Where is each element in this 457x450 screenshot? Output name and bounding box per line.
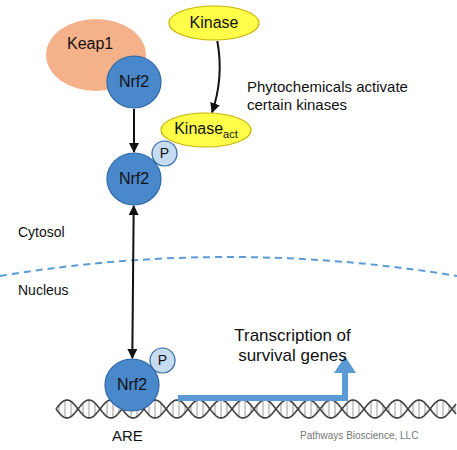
base-pair (395, 400, 396, 417)
base-pair (413, 403, 414, 415)
element-label: ARE (112, 427, 162, 445)
base-pair (287, 400, 288, 418)
shape-fill (107, 153, 161, 205)
phosphate-group: P (149, 347, 176, 374)
annotation-text: Transcription of survival genes (210, 326, 375, 367)
base-pair (203, 401, 204, 416)
base-pair (107, 401, 108, 416)
base-pair (155, 400, 156, 418)
node-text-group: Nrf2 (119, 170, 149, 188)
base-pair (401, 401, 402, 416)
base-pair (329, 400, 330, 417)
phosphate-group: P (151, 140, 178, 167)
base-pair (161, 403, 162, 415)
compartment-label: Cytosol (18, 224, 98, 241)
base-pair (305, 401, 306, 416)
base-pair (227, 403, 228, 415)
base-pair (215, 403, 216, 415)
node-text-group: Nrf2 (117, 376, 147, 394)
base-pair (173, 401, 174, 416)
base-pair (65, 400, 66, 417)
base-pair (89, 400, 90, 418)
node-label: Nrf2 (117, 376, 147, 393)
base-pair (245, 400, 246, 417)
base-pair (197, 400, 198, 417)
base-pair (293, 403, 294, 415)
base-pair (443, 400, 444, 417)
shape-fill (107, 56, 161, 108)
nrf2-protein: Nrf2 (106, 55, 162, 109)
node-label: P (158, 352, 167, 368)
nuclear-membrane (0, 257, 457, 276)
node-text-group: Kinase (190, 14, 239, 32)
base-pair (83, 403, 84, 415)
node-label: Kinase (190, 14, 239, 31)
subscript-label: act (223, 128, 238, 140)
shape-fill (169, 6, 259, 40)
base-pair (347, 403, 348, 415)
base-pair (425, 403, 426, 415)
base-pair (437, 401, 438, 416)
connector-arrow (133, 109, 135, 152)
base-pair (95, 403, 96, 415)
base-pair (221, 400, 222, 418)
base-pair (179, 400, 180, 417)
base-pair (311, 400, 312, 417)
watermark-text: Pathways Bioscience, LLC (300, 430, 450, 442)
base-pair (71, 401, 72, 416)
shape-fill (105, 359, 159, 411)
base-pair (359, 403, 360, 415)
compartment-label: Nucleus (18, 282, 98, 299)
kinase-enzyme: Kinase (168, 5, 260, 41)
node-text-group: P (160, 146, 169, 161)
shape-fill (161, 113, 251, 147)
base-pair (269, 401, 270, 416)
shape-fill (150, 348, 175, 373)
node-text-group: Kinaseact (174, 120, 238, 140)
base-pair (353, 400, 354, 418)
connector-arrow (212, 41, 220, 112)
base-pair (263, 400, 264, 417)
base-pair (377, 400, 378, 417)
transcription-arrow (178, 372, 345, 398)
node-label: Keap1 (67, 35, 113, 52)
base-pair (239, 401, 240, 416)
kinase-enzyme: Kinaseact (160, 112, 252, 148)
base-pair (419, 400, 420, 418)
node-text-group: P (158, 353, 167, 368)
base-pair (371, 401, 372, 416)
annotation-text: Phytochemicals activate certain kinases (247, 78, 427, 114)
node-label: Nrf2 (119, 73, 149, 90)
base-pair (281, 403, 282, 415)
node-text-group: Nrf2 (119, 73, 149, 91)
node-label: P (160, 145, 169, 161)
node-label: Kinase (174, 120, 223, 137)
shape-fill (152, 141, 177, 166)
base-pair (335, 401, 336, 416)
node-text-group: Keap1 (67, 35, 113, 53)
node-label: Nrf2 (119, 170, 149, 187)
connector-arrow (132, 206, 133, 358)
